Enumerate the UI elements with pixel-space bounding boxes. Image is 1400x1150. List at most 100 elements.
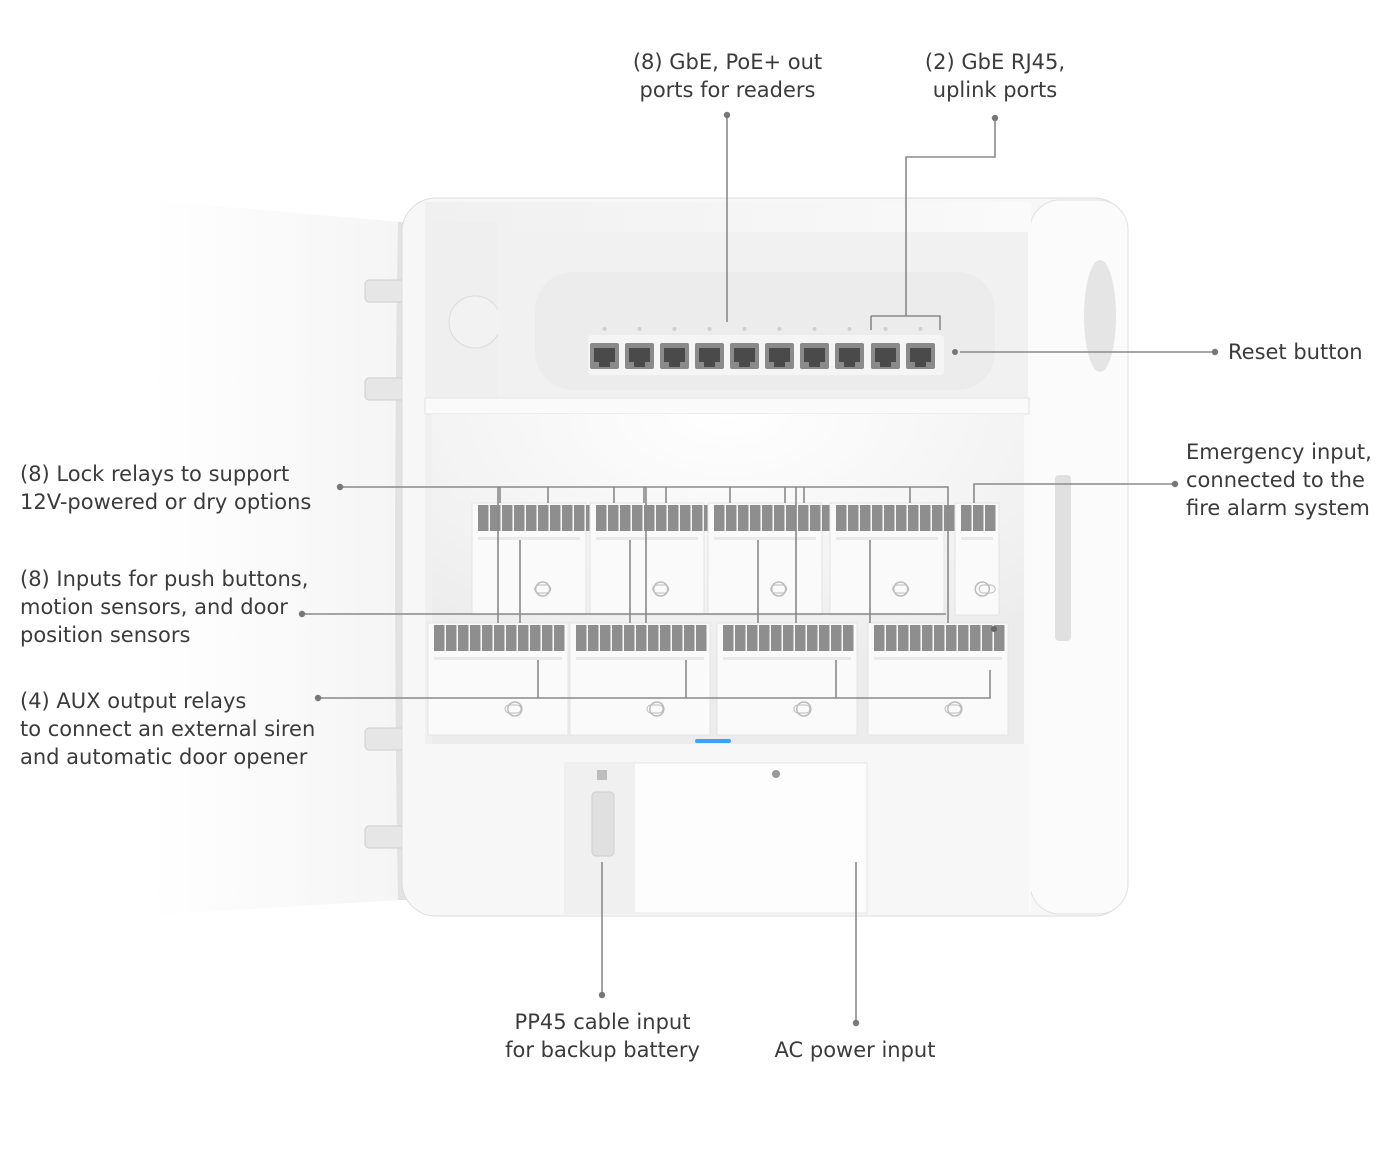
terminal-block (985, 505, 996, 531)
terminal-block (961, 505, 972, 531)
leader-dot-7 (314, 694, 322, 702)
callout-aux-relays: (4) AUX output relays to connect an exte… (20, 689, 316, 769)
terminal-block (680, 505, 691, 531)
terminal-block (624, 625, 635, 651)
terminal-block (920, 505, 931, 531)
terminal-block (860, 505, 871, 531)
dip-switch (947, 701, 963, 717)
terminal-block (762, 505, 773, 531)
terminal-block (518, 625, 529, 651)
leader-dot-3 (1211, 348, 1219, 356)
callout-reset-button: Reset button (1228, 340, 1363, 364)
lower-board-3 (716, 622, 858, 736)
port-led (812, 327, 817, 331)
callout-ac-power: AC power input (774, 1038, 936, 1062)
leader-dot-6 (298, 610, 306, 618)
terminal-block (795, 625, 806, 651)
terminal-block (562, 505, 573, 531)
terminal-block (554, 625, 565, 651)
terminal-block (672, 625, 683, 651)
terminal-block (759, 625, 770, 651)
terminal-block (596, 505, 607, 531)
lower-board-1 (427, 622, 569, 736)
side-slot (1055, 475, 1071, 641)
leader-line-10 (318, 670, 991, 699)
callout-poe-ports: (8) GbE, PoE+ out ports for readers (632, 50, 823, 102)
terminal-block (470, 625, 481, 651)
power-bay (425, 744, 1029, 914)
leader-dot-1 (723, 111, 731, 119)
terminal-block (886, 625, 897, 651)
port-led (672, 327, 677, 331)
terminal-block (644, 505, 655, 531)
terminal-block (660, 625, 671, 651)
terminal-block (514, 505, 525, 531)
rj45-port (660, 327, 689, 369)
leader-lines (302, 115, 1215, 1023)
emergency-board (954, 502, 1000, 616)
terminal-block (612, 625, 623, 651)
leader-dot-2 (991, 114, 999, 122)
terminal-block (656, 505, 667, 531)
terminal-block (714, 505, 725, 531)
callout-uplink-ports: (2) GbE RJ45, uplink ports (924, 50, 1066, 102)
terminal-block (494, 625, 505, 651)
leader-line-5 (973, 483, 1175, 503)
rj45-port (730, 327, 759, 369)
terminal-block (723, 625, 734, 651)
leader-dot-4 (1171, 480, 1179, 488)
terminal-block (542, 625, 553, 651)
port-led (602, 327, 607, 331)
terminal-block (668, 505, 679, 531)
terminal-block (896, 505, 907, 531)
rj45-port (765, 327, 794, 369)
dip-switch (507, 701, 523, 717)
terminal-block (958, 625, 969, 651)
terminal-block (502, 505, 513, 531)
upper-board-3 (707, 502, 845, 616)
terminal-block (530, 625, 541, 651)
terminal-block (574, 505, 585, 531)
leader-line-6 (340, 486, 949, 623)
terminal-block (735, 625, 746, 651)
rj45-port (835, 327, 864, 369)
terminal-block (506, 625, 517, 651)
lower-board-4 (867, 622, 1009, 736)
port-led (847, 327, 852, 331)
terminal-block (482, 625, 493, 651)
leader-dot-9 (852, 1019, 860, 1027)
port-led (742, 327, 747, 331)
rj45-port (625, 327, 654, 369)
terminal-block (608, 505, 619, 531)
terminal-block (884, 505, 895, 531)
terminal-block (874, 625, 885, 651)
terminal-block (696, 625, 707, 651)
port-led (777, 327, 782, 331)
aux-terminal-dot (991, 626, 997, 632)
terminal-block (684, 625, 695, 651)
leader-line-11 (537, 660, 837, 698)
rj45-port (871, 327, 900, 369)
terminal-block (922, 625, 933, 651)
terminal-block (810, 505, 821, 531)
dip-switch (652, 581, 669, 597)
reset-button-hole[interactable] (952, 349, 958, 355)
terminal-block (843, 625, 854, 651)
terminal-block (738, 505, 749, 531)
lower-board-2 (569, 622, 711, 736)
terminal-block (726, 505, 737, 531)
terminal-block (786, 505, 797, 531)
rj45-port (906, 327, 935, 369)
terminal-block (771, 625, 782, 651)
dip-switch (649, 701, 665, 717)
rj45-port (800, 327, 829, 369)
terminal-block (819, 625, 830, 651)
terminal-block (822, 505, 833, 531)
terminal-block (478, 505, 489, 531)
terminal-block (747, 625, 758, 651)
mount-screw (772, 770, 780, 778)
terminal-block (576, 625, 587, 651)
status-led (695, 739, 731, 743)
enclosure-door (150, 200, 421, 915)
